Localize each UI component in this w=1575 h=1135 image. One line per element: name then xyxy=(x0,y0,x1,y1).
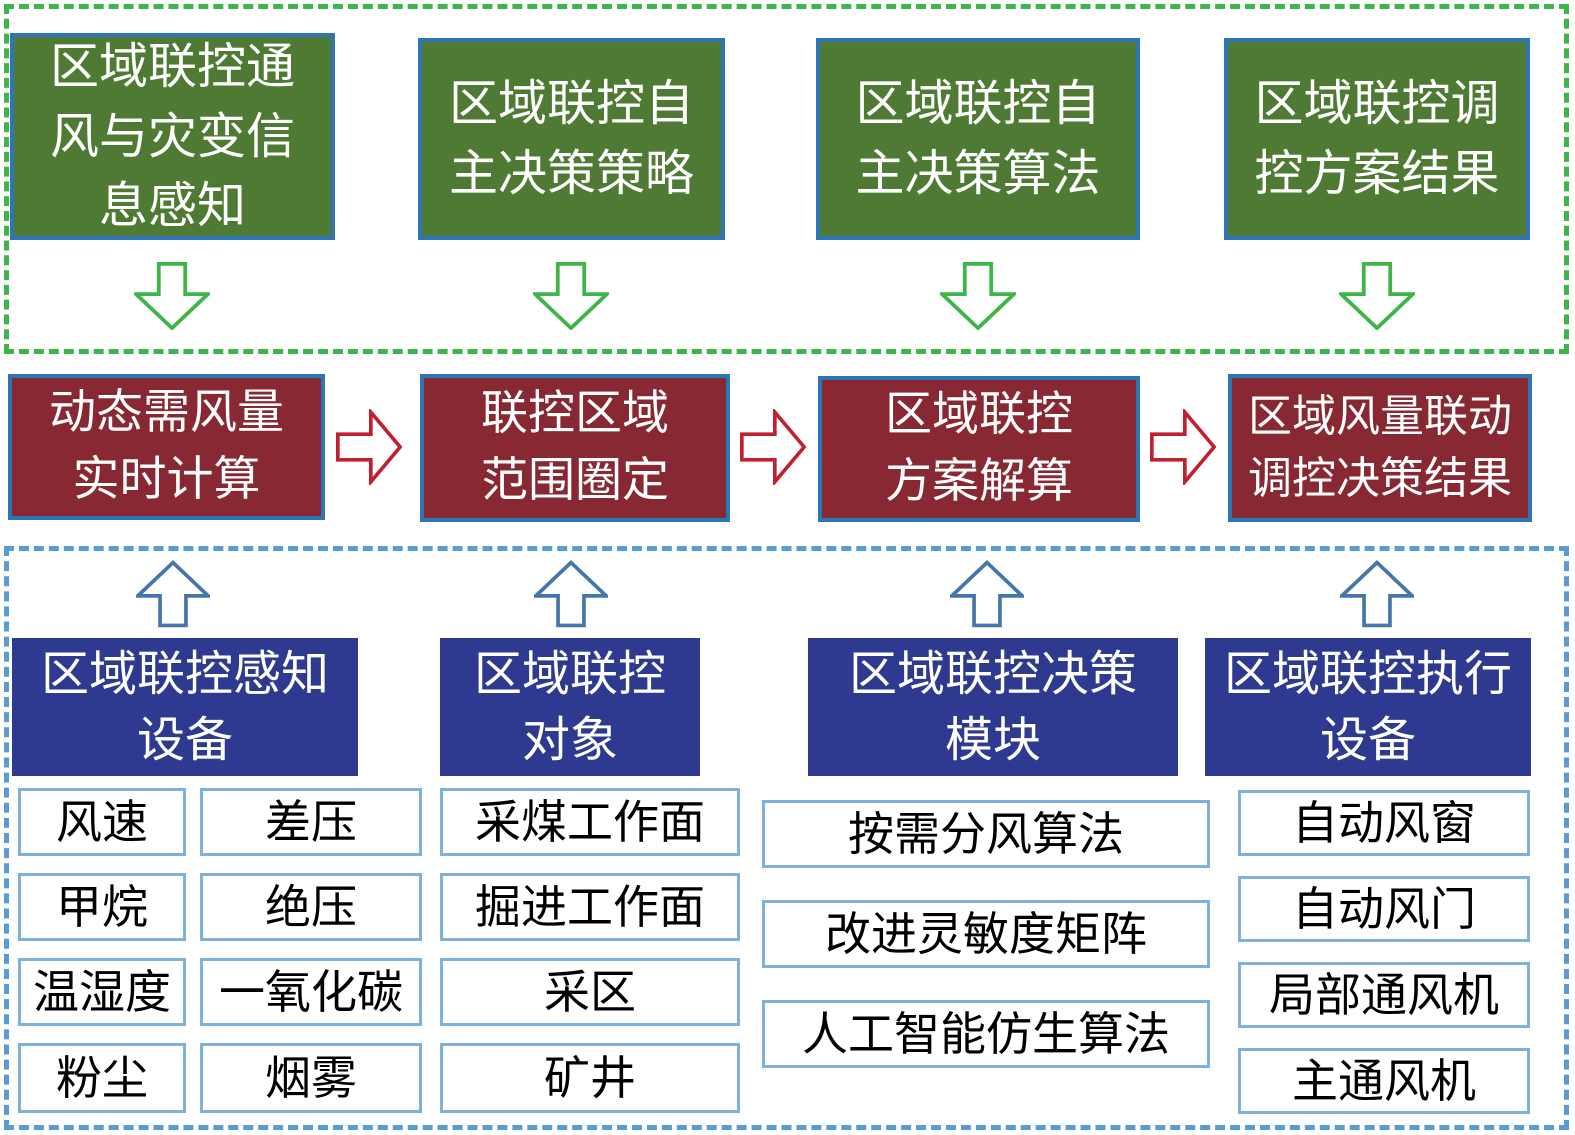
perception-layer-frame xyxy=(4,4,1569,354)
sensor-item-carbon-monoxide: 一氧化碳 xyxy=(200,958,422,1026)
top-box-regulation-result: 区域联控调 控方案结果 xyxy=(1224,38,1530,240)
right-arrow-icon xyxy=(740,409,806,485)
object-item-coal-face: 采煤工作面 xyxy=(440,788,740,856)
sensor-item-dust: 粉尘 xyxy=(18,1043,186,1113)
category-header-control-objects: 区域联控 对象 xyxy=(440,638,700,776)
process-box-decision-result: 区域风量联动 调控决策结果 xyxy=(1228,374,1532,522)
algorithm-item-sensitivity-matrix: 改进灵敏度矩阵 xyxy=(762,900,1210,968)
down-arrow-icon xyxy=(134,262,210,330)
up-arrow-icon xyxy=(950,560,1024,628)
down-arrow-icon xyxy=(533,262,609,330)
top-box-ventilation-disaster-sensing: 区域联控通 风与灾变信 息感知 xyxy=(10,33,335,240)
top-box-decision-algorithm: 区域联控自 主决策算法 xyxy=(816,38,1140,240)
algorithm-item-demand-air-distribution: 按需分风算法 xyxy=(762,800,1210,868)
object-item-heading-face: 掘进工作面 xyxy=(440,873,740,941)
process-box-air-demand-calc: 动态需风量 实时计算 xyxy=(8,374,325,520)
top-box-decision-strategy: 区域联控自 主决策策略 xyxy=(418,38,725,240)
device-item-auto-air-window: 自动风窗 xyxy=(1238,790,1530,856)
device-item-main-fan: 主通风机 xyxy=(1238,1048,1530,1114)
sensor-item-absolute-pressure: 绝压 xyxy=(200,873,422,941)
up-arrow-icon xyxy=(1340,560,1414,628)
sensor-item-methane: 甲烷 xyxy=(18,873,186,941)
sensor-item-wind-speed: 风速 xyxy=(18,788,186,856)
right-arrow-icon xyxy=(1150,409,1216,485)
up-arrow-icon xyxy=(136,560,210,628)
right-arrow-icon xyxy=(336,409,402,485)
down-arrow-icon xyxy=(1339,262,1415,330)
up-arrow-icon xyxy=(534,560,608,628)
category-header-sensing-devices: 区域联控感知 设备 xyxy=(12,638,358,776)
object-item-mining-district: 采区 xyxy=(440,958,740,1026)
algorithm-item-ai-bionic: 人工智能仿生算法 xyxy=(762,1000,1210,1068)
down-arrow-icon xyxy=(940,262,1016,330)
category-header-decision-module: 区域联控决策 模块 xyxy=(808,638,1178,776)
category-header-execution-devices: 区域联控执行 设备 xyxy=(1205,638,1531,776)
process-box-area-delineation: 联控区域 范围圈定 xyxy=(420,374,730,522)
object-item-mine: 矿井 xyxy=(440,1043,740,1113)
equipment-layer-frame xyxy=(4,546,1569,1130)
sensor-item-differential-pressure: 差压 xyxy=(200,788,422,856)
sensor-item-smoke: 烟雾 xyxy=(200,1043,422,1113)
sensor-item-temp-humidity: 温湿度 xyxy=(18,958,186,1026)
device-item-local-fan: 局部通风机 xyxy=(1238,962,1530,1028)
process-box-plan-solving: 区域联控 方案解算 xyxy=(818,376,1140,522)
device-item-auto-air-door: 自动风门 xyxy=(1238,876,1530,942)
